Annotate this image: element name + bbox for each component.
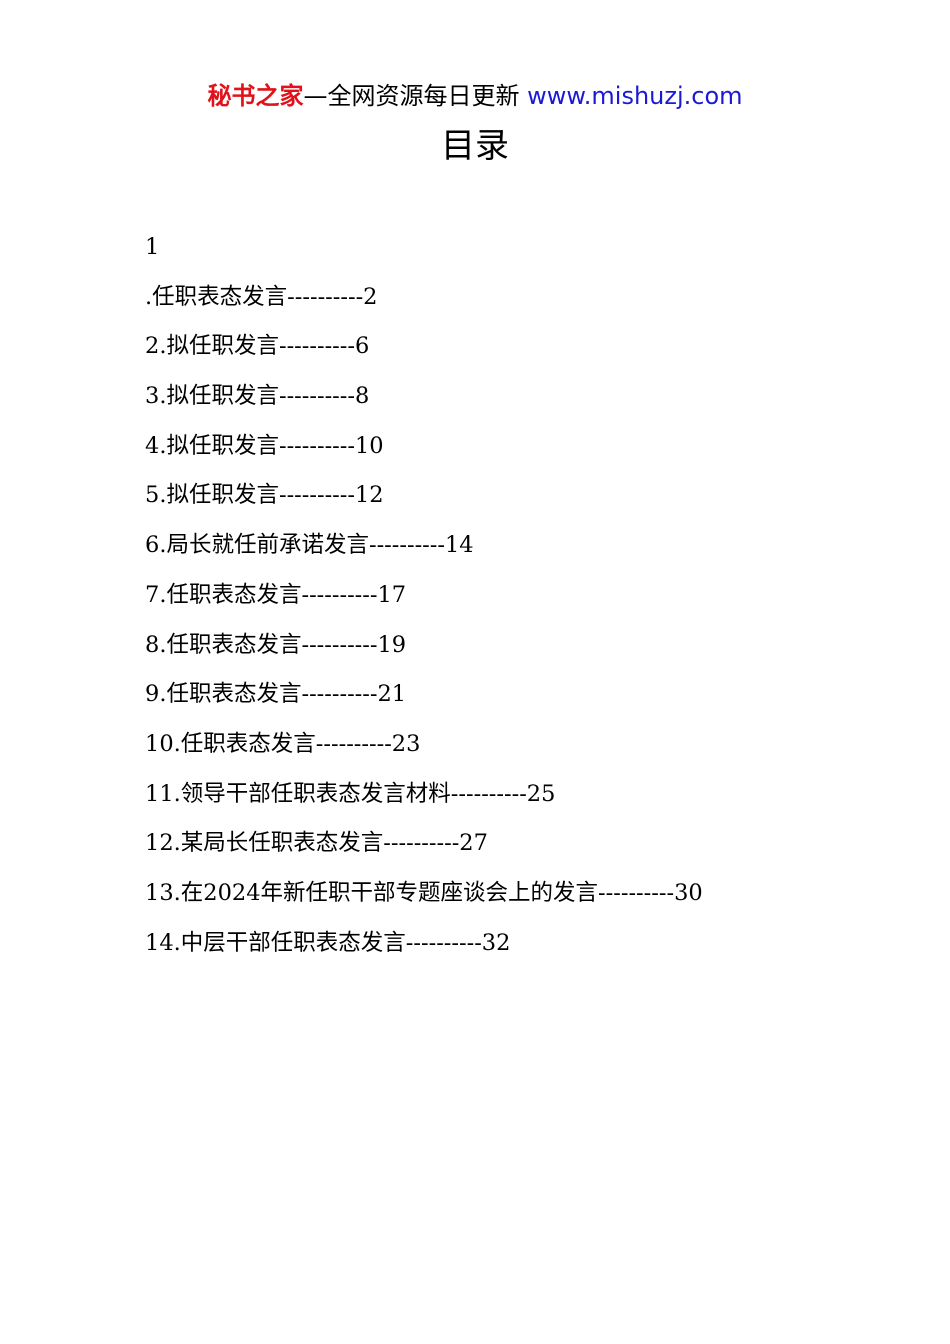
toc-entry: 13.在2024年新任职干部专题座谈会上的发言----------30 (145, 879, 703, 906)
toc-entry: 2.拟任职发言----------6 (145, 333, 370, 360)
toc-entry: 11.领导干部任职表态发言材料----------25 (145, 780, 556, 807)
site-url[interactable]: www.mishuzj.com (527, 82, 743, 110)
toc-entry: 4.拟任职发言----------10 (145, 432, 384, 459)
document-title: 目录 (441, 126, 509, 166)
header-tagline: —全网资源每日更新 (303, 82, 520, 110)
toc-entry: 3.拟任职发言----------8 (145, 383, 370, 410)
brand-name: 秘书之家 (207, 82, 304, 110)
toc-entry: 9.任职表态发言----------21 (145, 681, 407, 708)
toc-entry: 8.任职表态发言----------19 (145, 631, 407, 658)
table-of-contents: 1 .任职表态发言----------2 2.拟任职发言----------6 … (145, 228, 910, 973)
toc-entry: 1 (145, 234, 160, 260)
toc-entry: 5.拟任职发言----------12 (145, 482, 384, 509)
toc-entry: 12.某局长任职表态发言----------27 (145, 830, 488, 857)
toc-entry: 7.任职表态发言----------17 (145, 581, 407, 608)
toc-entry: 10.任职表态发言----------23 (145, 730, 421, 757)
toc-entry: 6.局长就任前承诺发言----------14 (145, 532, 474, 559)
toc-entry: 14.中层干部任职表态发言----------32 (145, 929, 511, 956)
toc-entry: .任职表态发言----------2 (145, 283, 378, 310)
page-header: 秘书之家—全网资源每日更新 www.mishuzj.com (0, 80, 950, 112)
